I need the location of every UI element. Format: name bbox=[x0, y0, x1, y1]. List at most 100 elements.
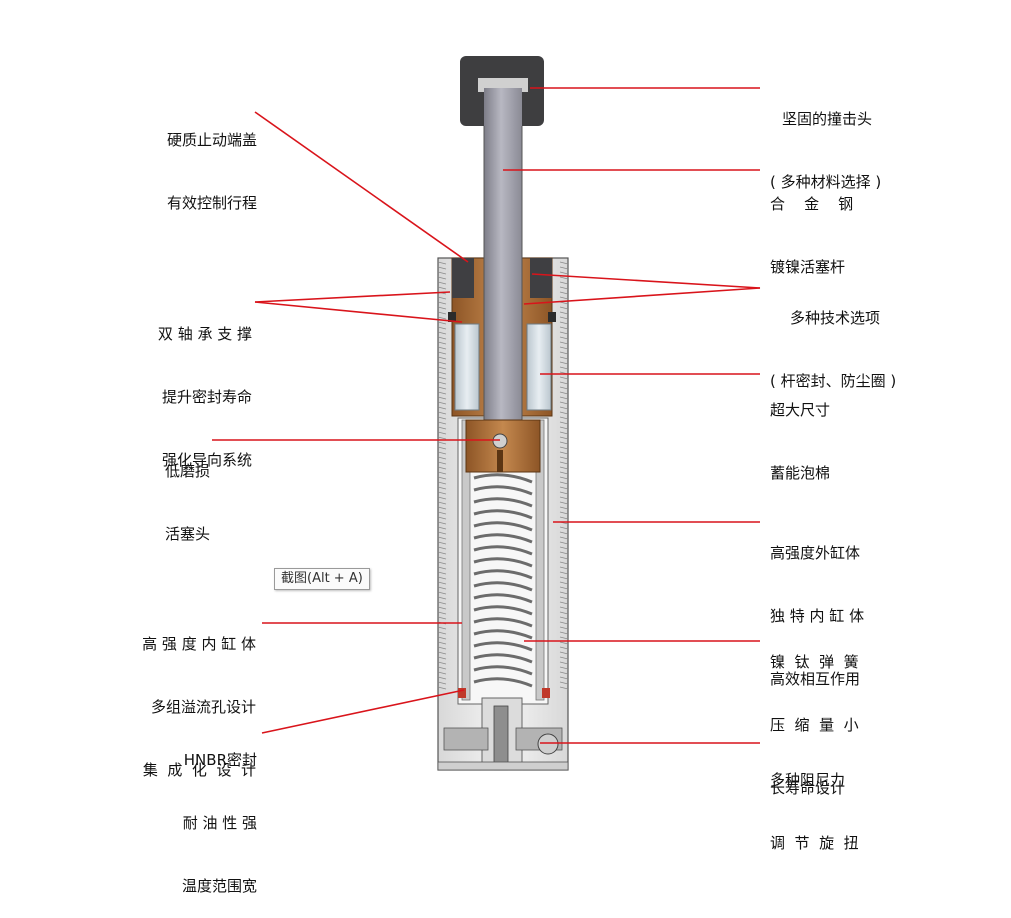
thread-line bbox=[437, 486, 447, 490]
thread-line bbox=[559, 406, 569, 410]
thread-line bbox=[559, 686, 569, 690]
thread-line bbox=[437, 416, 447, 420]
spring-coil bbox=[473, 533, 533, 544]
thread-line bbox=[437, 451, 447, 455]
label-end-cap: 硬质止动端盖 有效控制行程 bbox=[100, 88, 257, 235]
thread-line bbox=[559, 326, 569, 330]
thread-line bbox=[559, 261, 569, 265]
thread-line bbox=[559, 581, 569, 585]
leader-dual-bearing-1 bbox=[254, 291, 451, 303]
thread-line bbox=[437, 406, 447, 410]
thread-line bbox=[437, 581, 447, 585]
thread-line bbox=[437, 651, 447, 655]
thread-line bbox=[559, 646, 569, 650]
label-line: 镀镍活塞杆 bbox=[770, 258, 846, 276]
label-line: 高强度外缸体 bbox=[770, 544, 861, 562]
thread-line bbox=[437, 411, 447, 415]
thread-line bbox=[559, 296, 569, 300]
thread-line bbox=[559, 496, 569, 500]
thread-line bbox=[559, 616, 569, 620]
thread-line bbox=[559, 276, 569, 280]
thread-line bbox=[559, 366, 569, 370]
thread-line bbox=[559, 341, 569, 345]
thread-line bbox=[437, 286, 447, 290]
spring-coil bbox=[473, 677, 533, 688]
thread-line bbox=[559, 626, 569, 630]
thread-line bbox=[437, 331, 447, 335]
thread-line bbox=[437, 646, 447, 650]
thread-line bbox=[559, 291, 569, 295]
thread-line bbox=[437, 616, 447, 620]
thread-line bbox=[437, 476, 447, 480]
spring-coil bbox=[473, 473, 533, 484]
thread-line bbox=[437, 566, 447, 570]
thread-line bbox=[559, 311, 569, 315]
thread-line bbox=[559, 671, 569, 675]
thread-line bbox=[437, 401, 447, 405]
thread-line bbox=[559, 486, 569, 490]
thread-line bbox=[437, 536, 447, 540]
thread-line bbox=[559, 381, 569, 385]
thread-line bbox=[437, 556, 447, 560]
thread-line bbox=[437, 511, 447, 515]
thread-line bbox=[437, 496, 447, 500]
nitinol-spring-coils bbox=[473, 473, 533, 688]
thread-line bbox=[437, 681, 447, 685]
thread-line bbox=[559, 636, 569, 640]
thread-line bbox=[559, 641, 569, 645]
thread-line bbox=[437, 431, 447, 435]
label-line: 压 缩 量 小 bbox=[770, 716, 859, 734]
spring-coil bbox=[473, 605, 533, 616]
label-line: 独 特 内 缸 体 bbox=[770, 607, 865, 625]
spring-coil bbox=[473, 653, 533, 664]
thread-line bbox=[559, 416, 569, 420]
thread-line bbox=[559, 651, 569, 655]
thread-line bbox=[437, 596, 447, 600]
leader-tech-options-1 bbox=[531, 273, 761, 289]
label-line: 蓄能泡棉 bbox=[770, 464, 831, 482]
leader-lines bbox=[212, 87, 761, 744]
thread-line bbox=[559, 461, 569, 465]
spring-coil bbox=[473, 629, 533, 640]
thread-line bbox=[559, 501, 569, 505]
thread-line bbox=[437, 611, 447, 615]
thread-line bbox=[559, 656, 569, 660]
thread-line bbox=[437, 666, 447, 670]
thread-line bbox=[559, 576, 569, 580]
spring-coil bbox=[473, 485, 533, 496]
thread-line bbox=[437, 641, 447, 645]
spring-coil bbox=[473, 497, 533, 508]
spring-coil bbox=[473, 509, 533, 520]
thread-line bbox=[437, 626, 447, 630]
thread-line bbox=[437, 386, 447, 390]
thread-line bbox=[559, 336, 569, 340]
thread-line bbox=[559, 426, 569, 430]
spring-coil bbox=[473, 665, 533, 676]
thread-line bbox=[437, 686, 447, 690]
leader-dual-bearing-2 bbox=[254, 301, 463, 323]
thread-line bbox=[559, 386, 569, 390]
label-line: 镍 钛 弹 簧 bbox=[770, 653, 859, 671]
spring-coil bbox=[473, 545, 533, 556]
thread-line bbox=[437, 281, 447, 285]
thread-line bbox=[559, 391, 569, 395]
label-piston-head: 低磨损 活塞头 bbox=[100, 419, 210, 566]
spring-coil bbox=[473, 521, 533, 532]
thread-line bbox=[437, 361, 447, 365]
thread-line bbox=[437, 631, 447, 635]
label-line: 有效控制行程 bbox=[166, 194, 257, 212]
thread-line bbox=[559, 361, 569, 365]
thread-line bbox=[559, 446, 569, 450]
thread-line bbox=[559, 376, 569, 380]
thread-line bbox=[437, 346, 447, 350]
thread-line bbox=[437, 551, 447, 555]
thread-line bbox=[559, 441, 569, 445]
thread-line bbox=[437, 571, 447, 575]
label-piston-rod: 合 金 钢 镀镍活塞杆 bbox=[770, 152, 853, 299]
thread-line bbox=[559, 591, 569, 595]
label-accumulator: 超大尺寸 蓄能泡棉 bbox=[770, 358, 830, 505]
thread-line bbox=[437, 671, 447, 675]
label-line: 集 成 化 设 计 bbox=[142, 761, 256, 779]
label-line: 温度范围宽 bbox=[181, 877, 257, 895]
thread-line bbox=[559, 421, 569, 425]
